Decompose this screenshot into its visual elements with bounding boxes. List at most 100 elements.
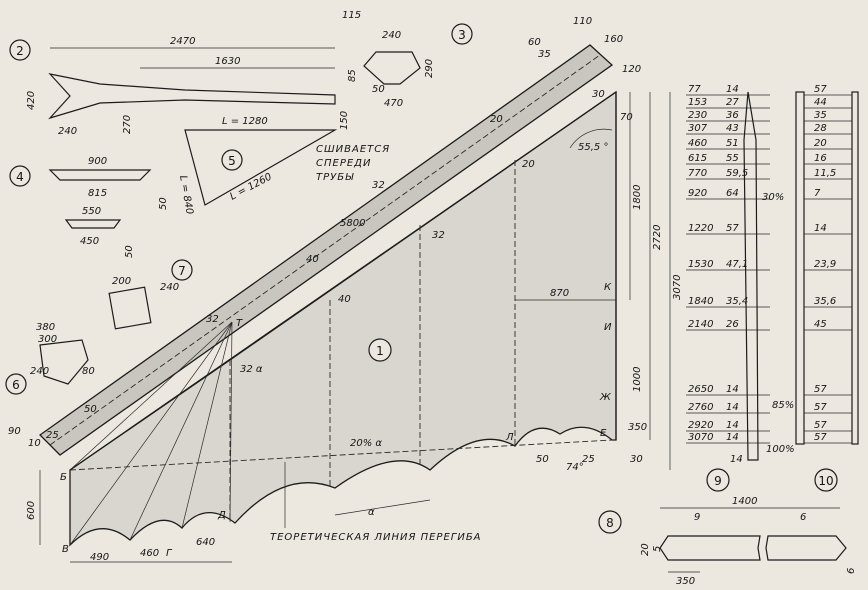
batten-station: 460	[688, 138, 707, 149]
part-3-plate: 3 115 240 85 290 50 470 150	[339, 10, 473, 130]
dim-label: L = 840	[177, 175, 195, 216]
batten-10-value: 14	[814, 223, 827, 234]
batten-station: 1840	[688, 296, 713, 307]
point-label: И	[604, 322, 612, 333]
batten-station: 3070	[688, 432, 713, 443]
dim-label: 470	[384, 98, 403, 109]
part-number-circle	[171, 259, 193, 281]
part-number-circle	[814, 468, 838, 492]
batten-10-value: 57	[814, 402, 827, 413]
plate-shape	[363, 51, 421, 85]
dim-label: 290	[424, 59, 435, 78]
dim-label: α	[368, 507, 375, 518]
part-number: 10	[818, 474, 833, 488]
sail-leading-seam	[69, 91, 617, 471]
fan-lines	[69, 321, 233, 546]
keel-shape	[48, 73, 336, 120]
batten-width: 14	[726, 384, 739, 395]
part-number: 5	[228, 154, 236, 168]
part-4-profiles: 4 900 815 550 450 50 50	[9, 156, 169, 258]
dim-label: 9	[694, 512, 700, 523]
note-label: 85%	[772, 400, 794, 411]
batten-width: 59,5	[726, 168, 748, 179]
batten-10-value: 57	[814, 420, 827, 431]
batten-station: 1220	[688, 223, 713, 234]
dim-label: 1800	[632, 185, 643, 210]
part-number-circle	[9, 165, 31, 187]
seam-note: ТРУБЫ	[316, 172, 354, 183]
dim-label: 900	[88, 156, 107, 167]
batten-width: 36	[726, 110, 739, 121]
batten-width: 64	[726, 188, 739, 199]
part-number-circle	[368, 338, 392, 362]
dim-label: 120	[622, 64, 641, 75]
fold-line-note: ТЕОРЕТИЧЕСКАЯ ЛИНИЯ ПЕРЕГИБА	[270, 532, 482, 543]
batten-station: 307	[688, 123, 708, 134]
square-shape	[108, 286, 152, 330]
batten-10-left	[795, 91, 805, 445]
batten-10-value: 11,5	[814, 168, 836, 179]
batten-width: 47,1	[726, 259, 748, 270]
dim-label: 25	[582, 454, 595, 465]
bracket-shape	[39, 339, 89, 385]
batten-10-value: 20	[814, 138, 827, 149]
dim-label: 6	[800, 512, 806, 523]
dim-label: 20% α	[350, 438, 382, 449]
batten-station: 230	[688, 110, 707, 121]
part-number: 7	[178, 264, 186, 278]
dim-label: 240	[160, 282, 179, 293]
batten-width: 26	[726, 319, 739, 330]
dim-label: 70	[620, 112, 633, 123]
dim-label: 115	[342, 10, 361, 21]
part-number-circle	[706, 468, 730, 492]
dim-label: 240	[382, 30, 401, 41]
dim-label: 20	[640, 543, 651, 556]
dim-label: 110	[573, 16, 592, 27]
batten-10-value: 35,6	[814, 296, 836, 307]
batten-width: 14	[726, 84, 739, 95]
batten-width: 43	[726, 123, 739, 134]
dim-label: 350	[628, 422, 647, 433]
batten-station: 1530	[688, 259, 713, 270]
batten-station: 920	[688, 188, 707, 199]
dim-label: 2720	[652, 225, 663, 250]
point-label: В	[62, 544, 69, 555]
point-label: Е	[600, 428, 607, 439]
batten-10-value: 45	[814, 319, 827, 330]
dim-label: 640	[196, 537, 215, 548]
part-8-strip: 8 1400 9 6 20 5 350 6	[598, 496, 857, 587]
batten-10-right	[851, 91, 859, 445]
batten-width: 35,4	[726, 296, 748, 307]
batten-station: 2650	[688, 384, 713, 395]
dim-label: 55,5 °	[578, 142, 608, 153]
dim-label: 60	[528, 37, 541, 48]
point-label: Л	[505, 432, 514, 443]
dim-label: 1000	[632, 367, 643, 392]
dim-label: 3070	[672, 275, 683, 300]
note-label: 14	[730, 454, 743, 465]
dim-label: 32	[432, 230, 445, 241]
dim-label: 40	[338, 294, 351, 305]
strip-left	[659, 535, 761, 561]
batten-width: 14	[726, 402, 739, 413]
batten-station: 77	[688, 84, 701, 95]
point-label: Д	[217, 510, 226, 521]
dim-label: L = 1280	[222, 116, 268, 127]
part-number-circle	[221, 149, 243, 171]
dim-label: 300	[38, 334, 57, 345]
part-7-square: 7 200 240	[108, 259, 193, 330]
batten-station: 2140	[688, 319, 713, 330]
note-label: 30%	[762, 192, 784, 203]
point-label: Ж	[599, 392, 612, 403]
batten-station: 153	[688, 97, 707, 108]
dim-label: 32 α	[240, 364, 263, 375]
dim-label: 1400	[732, 496, 757, 507]
batten-10-value: 35	[814, 110, 827, 121]
batten-station: 2760	[688, 402, 713, 413]
batten-station: 770	[688, 168, 707, 179]
dim-label: 200	[112, 276, 131, 287]
dim-label: 350	[676, 576, 695, 587]
dim-label: 5	[652, 546, 663, 552]
